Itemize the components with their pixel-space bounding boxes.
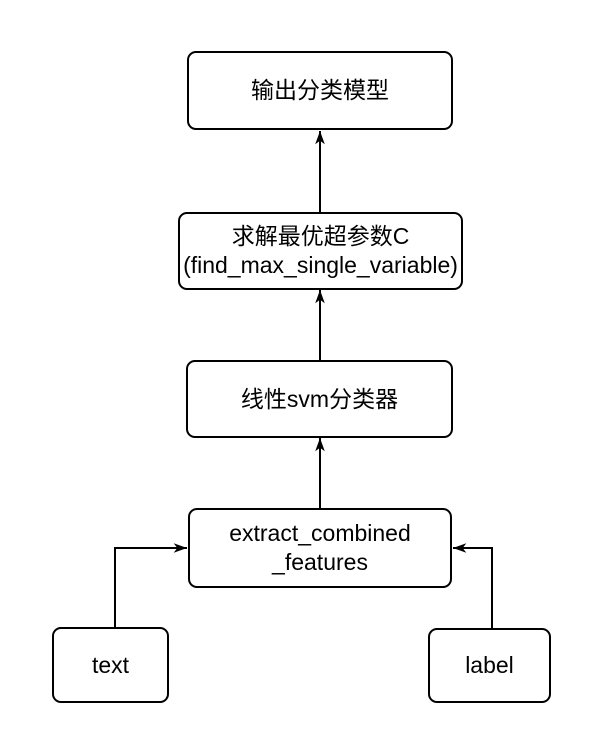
node-solve-hyperparameter: 求解最优超参数C (find_max_single_variable) <box>178 212 463 290</box>
node-solve-hyperparameter-label-line1: 求解最优超参数C <box>231 223 410 249</box>
node-text-input-label: text <box>91 651 130 678</box>
node-text-input: text <box>52 627 169 703</box>
node-linear-svm-classifier: 线性svm分类器 <box>186 360 453 438</box>
node-extract-combined-features-label-line1: extract_combined <box>229 520 411 546</box>
node-label-input-label: label <box>465 652 514 678</box>
node-output-model: 输出分类模型 <box>187 51 453 130</box>
arrow-text-to-extract <box>114 543 187 627</box>
node-linear-svm-classifier-label: 线性svm分类器 <box>240 385 399 412</box>
node-label-input: label <box>428 628 551 703</box>
node-output-model-label: 输出分类模型 <box>251 77 389 103</box>
node-extract-combined-features-label-line2: _features <box>272 549 368 575</box>
node-extract-combined-features: extract_combined _features <box>188 508 452 588</box>
arrow-label-to-extract <box>453 543 493 628</box>
node-solve-hyperparameter-label-line2: (find_max_single_variable) <box>183 252 458 278</box>
